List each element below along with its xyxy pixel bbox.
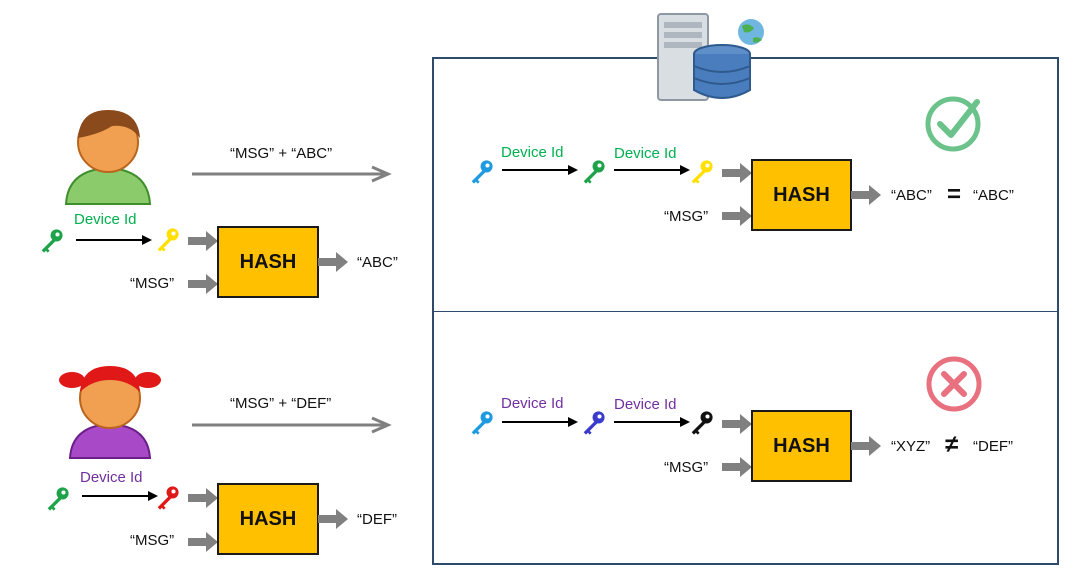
msg-label: “MSG” (664, 208, 709, 225)
output-arrow (851, 436, 881, 456)
device-id-arrow (614, 417, 690, 427)
received-hash-label: “DEF” (973, 438, 1013, 455)
msg-label: “MSG” (130, 532, 175, 549)
msg-label: “MSG” (130, 275, 175, 292)
device-id-label: Device Id (80, 469, 143, 486)
send-message-label: “MSG” + “DEF” (230, 395, 332, 412)
blue-key-icon (471, 160, 493, 184)
hash-box: HASH (751, 410, 852, 482)
black-key-icon (691, 411, 713, 435)
equals-operator: = (947, 181, 962, 208)
not-equal-operator: ≠ (945, 431, 959, 458)
input-arrow (722, 206, 752, 226)
device-id-arrow (82, 491, 158, 501)
female-user-icon (59, 366, 161, 459)
input-arrow (722, 163, 752, 183)
hash-box: HASH (751, 159, 852, 231)
hash-box: HASH (217, 483, 319, 555)
input-arrow (722, 457, 752, 477)
output-arrow (318, 252, 348, 272)
send-arrow (192, 416, 392, 434)
input-arrow (188, 274, 218, 294)
device-id-label: Device Id (501, 395, 564, 412)
green-key-icon (47, 487, 69, 511)
navy-key-icon (583, 411, 605, 435)
device-id-arrow (502, 165, 578, 175)
input-arrow (188, 488, 218, 508)
green-key-icon (41, 229, 63, 253)
send-message-label: “MSG” + “ABC” (230, 145, 333, 162)
panel-divider (432, 311, 1059, 312)
yellow-key-icon (157, 228, 179, 252)
device-id-label: Device Id (501, 144, 564, 161)
device-id-label: Device Id (614, 396, 677, 413)
computed-hash-label: “XYZ” (891, 438, 931, 455)
output-arrow (318, 509, 348, 529)
input-arrow (188, 231, 218, 251)
check-circle-icon (925, 96, 981, 152)
received-hash-label: “ABC” (973, 187, 1014, 204)
hash-output-label: “ABC” (357, 254, 398, 271)
device-id-arrow (502, 417, 578, 427)
device-id-label: Device Id (614, 145, 677, 162)
output-arrow (851, 185, 881, 205)
cross-circle-icon (926, 356, 982, 412)
input-arrow (188, 532, 218, 552)
device-id-arrow (76, 235, 152, 245)
database-server-icon (657, 13, 764, 101)
hash-output-label: “DEF” (357, 511, 397, 528)
device-id-arrow (614, 165, 690, 175)
computed-hash-label: “ABC” (891, 187, 932, 204)
green-key-icon (583, 160, 605, 184)
red-key-icon (157, 486, 179, 510)
msg-label: “MSG” (664, 459, 709, 476)
send-arrow (192, 165, 392, 183)
male-user-icon (64, 110, 152, 205)
yellow-key-icon (691, 160, 713, 184)
blue-key-icon (471, 411, 493, 435)
device-id-label: Device Id (74, 211, 137, 228)
input-arrow (722, 414, 752, 434)
hash-box: HASH (217, 226, 319, 298)
